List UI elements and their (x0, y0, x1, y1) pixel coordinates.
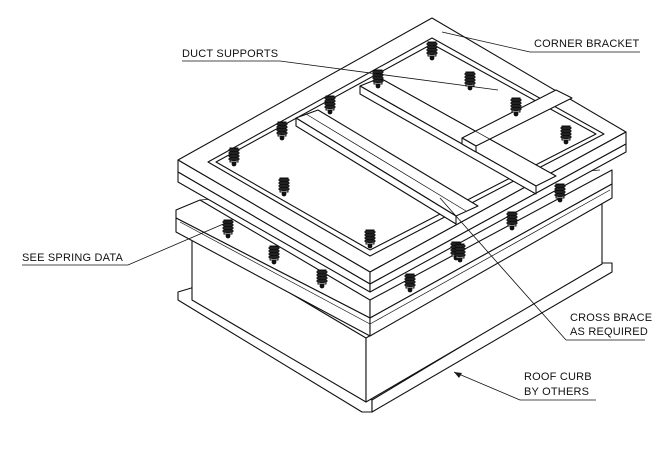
callout-labels: DUCT SUPPORTS CORNER BRACKET SEE SPRING … (22, 38, 652, 398)
roof-curb (177, 199, 613, 413)
spring-icon (228, 147, 240, 167)
spring-icon (324, 95, 336, 115)
spring-icon (510, 97, 522, 117)
spring-icon (268, 245, 280, 265)
spring-icon (372, 69, 384, 89)
spring-icon (364, 229, 376, 249)
duct-support-rails (359, 77, 573, 195)
leader-duct-supports (182, 60, 499, 91)
leader-see-spring-data (22, 221, 229, 266)
arrow-roof-curb (454, 372, 462, 378)
label-corner-bracket: CORNER BRACKET (534, 38, 640, 50)
label-duct-supports: DUCT SUPPORTS (182, 48, 278, 60)
leader-cross-brace (439, 197, 567, 341)
leader-roof-curb (453, 371, 521, 401)
spring-icon (560, 125, 572, 145)
spring-icon (454, 243, 466, 263)
label-roof-curb-line1: ROOF CURB (524, 371, 592, 383)
leader-lines (22, 31, 645, 401)
label-roof-curb-line2: BY OTHERS (524, 386, 589, 398)
label-cross-brace-line2: AS REQUIRED (570, 326, 648, 338)
cross-brace (295, 109, 479, 225)
spring-icon (404, 273, 416, 293)
leader-corner-bracket (441, 31, 531, 53)
lower-rail-frame (175, 169, 613, 337)
spring-icon (506, 211, 518, 231)
spring-icon (464, 71, 476, 91)
spring-icon (278, 177, 290, 197)
spring-icon (426, 41, 438, 61)
spring-icon (276, 121, 288, 141)
upper-rail-frame (177, 17, 627, 293)
spring-icon (316, 269, 328, 289)
label-see-spring-data: SEE SPRING DATA (22, 252, 123, 264)
spring-icon (554, 183, 566, 203)
label-cross-brace-line1: CROSS BRACE (570, 312, 652, 324)
